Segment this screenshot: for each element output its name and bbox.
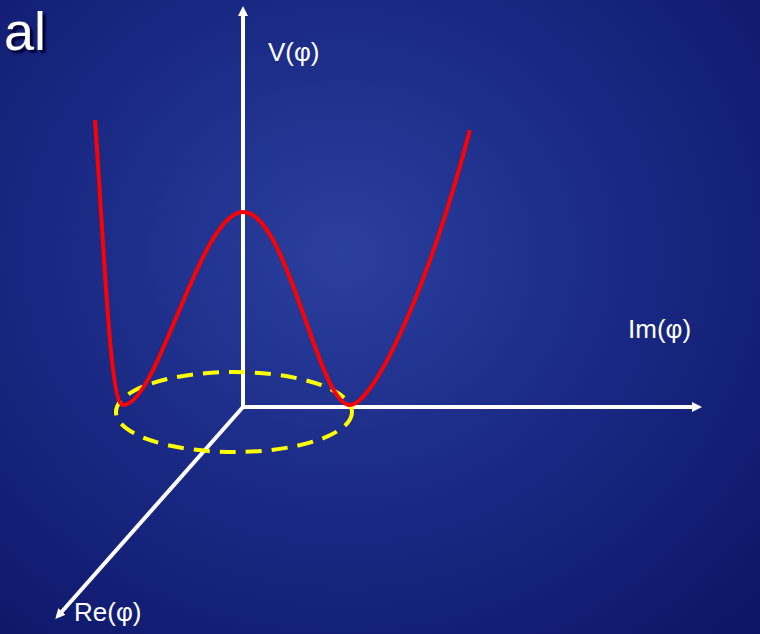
axis-label: Im(φ) <box>628 315 691 344</box>
slide-title: al <box>4 4 46 58</box>
v-axis <box>241 10 245 407</box>
axis-label: Re(φ) <box>74 598 141 627</box>
axis-label: V(φ) <box>268 38 320 67</box>
im-axis <box>243 405 698 409</box>
minimum-circle <box>116 372 352 452</box>
potential-curve <box>95 120 470 405</box>
